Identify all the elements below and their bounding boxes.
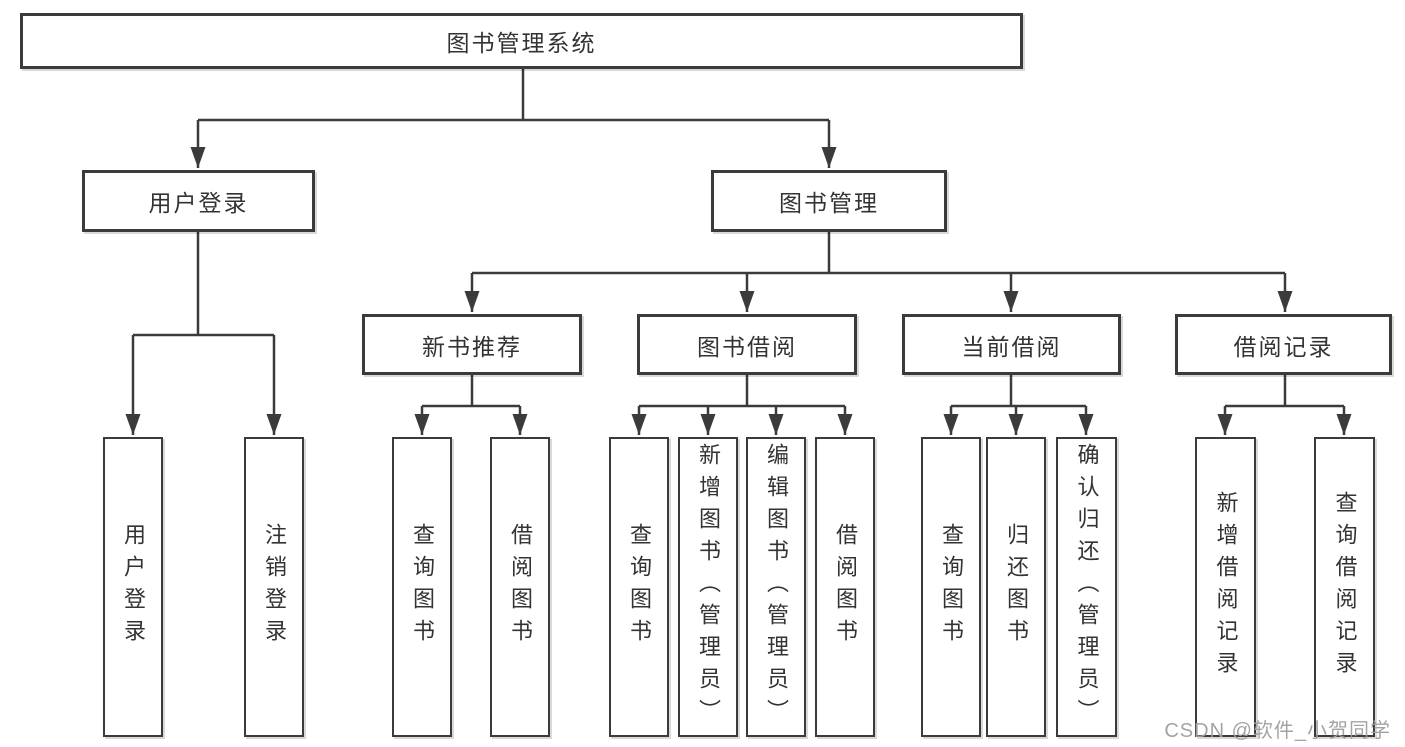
leaf-current-confirm-return-admin: 确认归还（管理员）	[1056, 437, 1117, 737]
leaf-current-query-books: 查询图书	[921, 437, 981, 737]
leaf-borrow-edit-books-admin: 编辑图书（管理员）	[746, 437, 806, 737]
node-book-borrow: 图书借阅	[637, 314, 857, 375]
leaf-records-add-record: 新增借阅记录	[1195, 437, 1256, 737]
node-current-borrow: 当前借阅	[902, 314, 1121, 375]
node-book-management: 图书管理	[711, 170, 947, 232]
node-borrow-records: 借阅记录	[1175, 314, 1392, 375]
leaf-borrow-add-books-admin: 新增图书（管理员）	[678, 437, 738, 737]
leaf-records-query-record: 查询借阅记录	[1314, 437, 1375, 737]
leaf-current-return-books: 归还图书	[986, 437, 1046, 737]
node-new-book-recommend: 新书推荐	[362, 314, 582, 375]
leaf-rec-query-books: 查询图书	[392, 437, 452, 737]
node-user-login: 用户登录	[82, 170, 315, 232]
leaf-rec-borrow-books: 借阅图书	[490, 437, 550, 737]
leaf-user-login: 用户登录	[103, 437, 163, 737]
leaf-borrow-query-books: 查询图书	[609, 437, 669, 737]
csdn-watermark: CSDN @软件_小贺同学	[1164, 720, 1391, 742]
node-root: 图书管理系统	[20, 13, 1023, 69]
leaf-borrow-borrow-books: 借阅图书	[815, 437, 875, 737]
leaf-logout: 注销登录	[244, 437, 304, 737]
